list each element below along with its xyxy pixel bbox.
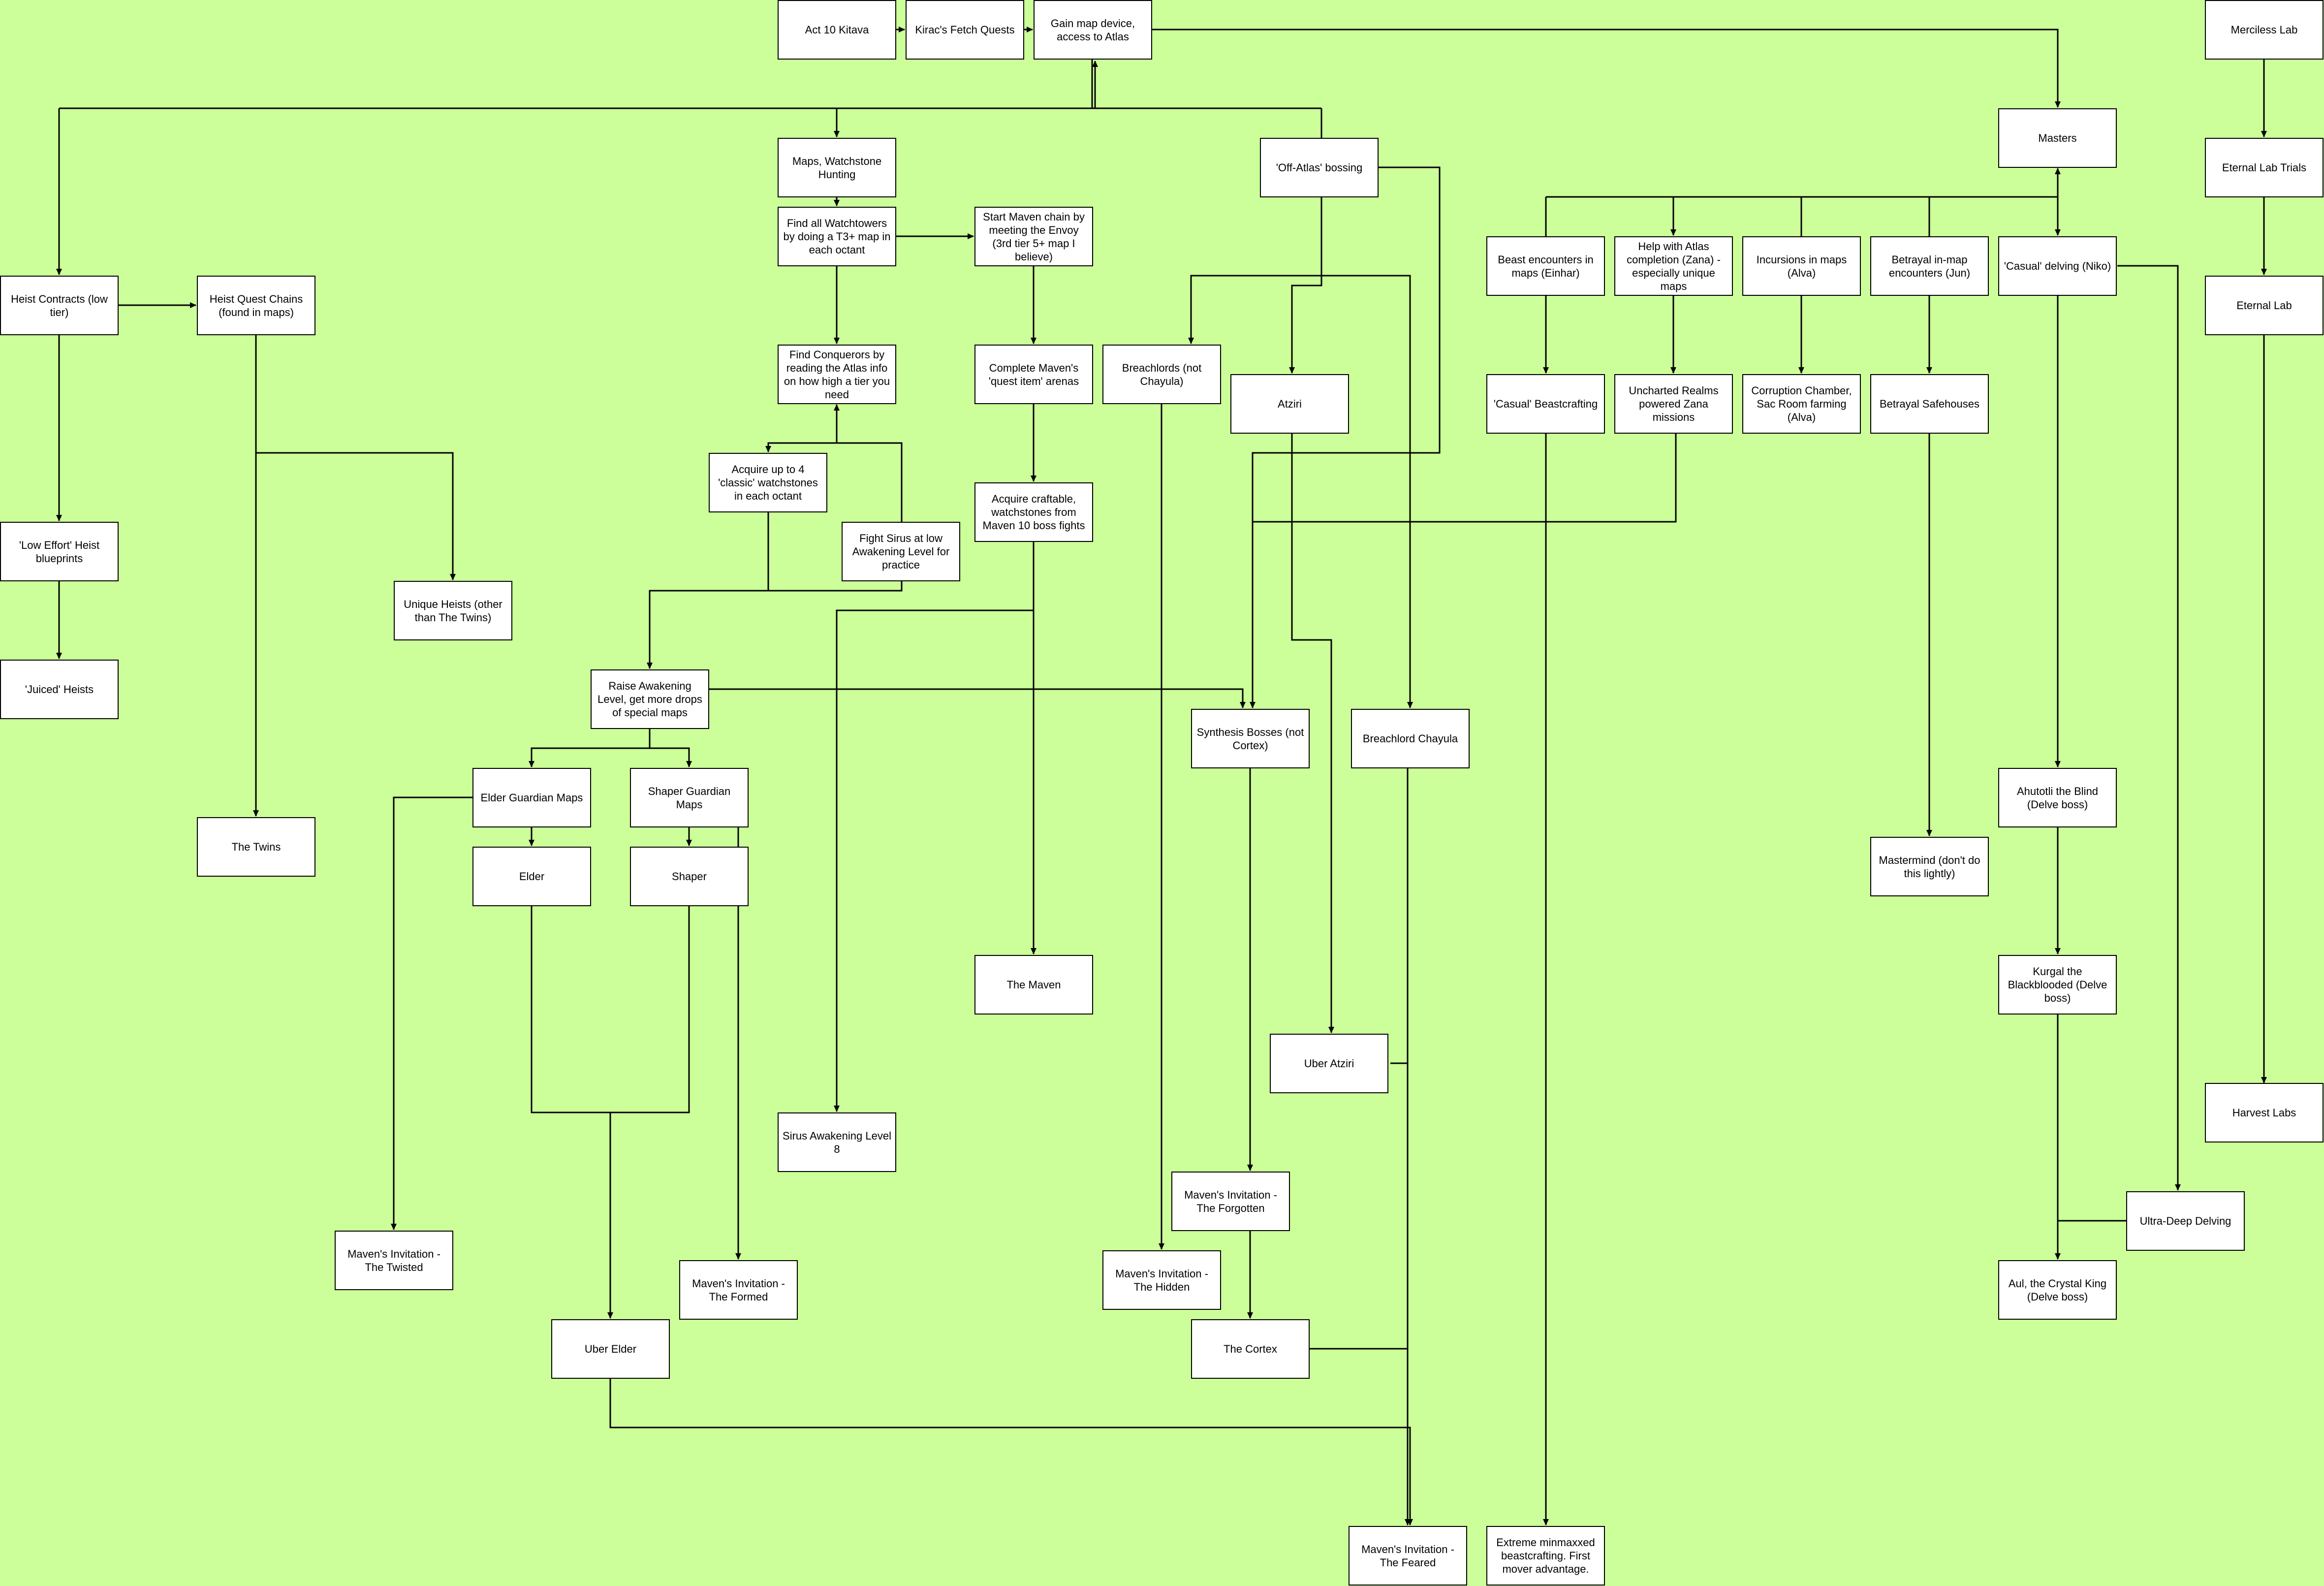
edge-atziri-uberatziri [1291,433,1334,1033]
node-complete-maven-arenas[interactable]: Complete Maven's 'quest item' arenas [974,345,1093,404]
node-casual-delving[interactable]: 'Casual' delving (Niko) [1998,236,2117,296]
node-gain-map-device[interactable]: Gain map device, access to Atlas [1034,0,1152,60]
edge-sirusprac-conquerors [834,404,903,526]
edge-elder-shaper-uberelder [531,906,690,1113]
node-incursions-in-maps[interactable]: Incursions in maps (Alva) [1742,236,1861,296]
node-breachlord-chayula[interactable]: Breachlord Chayula [1351,709,1470,768]
node-low-effort-heist[interactable]: 'Low Effort' Heist blueprints [0,522,119,581]
node-beast-encounters[interactable]: Beast encounters in maps (Einhar) [1486,236,1605,296]
node-shaper-guardian-maps[interactable]: Shaper Guardian Maps [630,768,749,827]
node-uber-atziri[interactable]: Uber Atziri [1270,1034,1388,1093]
node-juiced-heists[interactable]: 'Juiced' Heists [0,660,119,719]
node-breachlords[interactable]: Breachlords (not Chayula) [1102,345,1221,404]
node-unique-heists[interactable]: Unique Heists (other than The Twins) [394,581,512,640]
node-invitation-hidden[interactable]: Maven's Invitation - The Hidden [1102,1250,1221,1310]
node-ultra-deep-delving[interactable]: Ultra-Deep Delving [2126,1191,2245,1251]
edge-conquerors-classicws [765,442,837,452]
edge-mapdevice-masters [1152,29,2061,108]
node-heist-quest-chains[interactable]: Heist Quest Chains (found in maps) [197,276,315,335]
node-sirus-practice[interactable]: Fight Sirus at low Awakening Level for p… [842,522,960,581]
node-ahuzotli[interactable]: Ahutotli the Blind (Delve boss) [1998,768,2117,827]
edge-sirusprac-awakening [768,581,903,592]
node-act-10-kitava[interactable]: Act 10 Kitava [778,0,896,60]
node-casual-beastcrafting[interactable]: 'Casual' Beastcrafting [1486,374,1605,434]
node-kurgal[interactable]: Kurgal the Blackblooded (Delve boss) [1998,955,2117,1015]
node-elder[interactable]: Elder [472,847,591,906]
node-zana-atlas-completion[interactable]: Help with Atlas completion (Zana) - espe… [1614,236,1733,296]
node-betrayal-encounters[interactable]: Betrayal in-map encounters (Jun) [1870,236,1989,296]
node-shaper[interactable]: Shaper [630,847,749,906]
edge-elderguard-twisted [391,796,472,1230]
node-find-watchtowers[interactable]: Find all Watchtowers by doing a T3+ map … [778,207,896,266]
node-harvest-labs[interactable]: Harvest Labs [2205,1083,2324,1142]
node-masters[interactable]: Masters [1998,108,2117,168]
node-craftable-watchstones[interactable]: Acquire craftable, watchstones from Mave… [974,482,1093,542]
node-maps-watchstone-hunting[interactable]: Maps, Watchstone Hunting [778,138,896,197]
node-synthesis-bosses[interactable]: Synthesis Bosses (not Cortex) [1191,709,1310,768]
edge-uberelder-feared [609,1378,1413,1525]
edge-uberatziri-feared [1390,1062,1411,1525]
node-off-atlas-bossing[interactable]: 'Off-Atlas' bossing [1260,138,1379,197]
node-extreme-beastcrafting[interactable]: Extreme minmaxxed beastcrafting. First m… [1486,1526,1605,1586]
node-uber-elder[interactable]: Uber Elder [551,1319,670,1379]
node-mastermind[interactable]: Mastermind (don't do this lightly) [1870,837,1989,896]
node-invitation-formed[interactable]: Maven's Invitation - The Formed [679,1260,798,1320]
node-eternal-lab-trials[interactable]: Eternal Lab Trials [2205,138,2324,197]
node-kiracs-fetch-quests[interactable]: Kirac's Fetch Quests [906,0,1024,60]
edge-delving-ultradeep [2117,265,2181,1191]
node-elder-guardian-maps[interactable]: Elder Guardian Maps [472,768,591,827]
edge-offatlas-breachlords [1188,197,1322,344]
node-betrayal-safehouses[interactable]: Betrayal Safehouses [1870,374,1989,434]
node-find-conquerors[interactable]: Find Conquerors by reading the Atlas inf… [778,345,896,404]
node-raise-awakening[interactable]: Raise Awakening Level, get more drops of… [591,669,709,729]
node-uncharted-realms[interactable]: Uncharted Realms powered Zana missions [1614,374,1733,434]
node-invitation-feared[interactable]: Maven's Invitation - The Feared [1349,1526,1467,1586]
node-invitation-forgotten[interactable]: Maven's Invitation - The Forgotten [1171,1172,1290,1231]
edge-uncharted-synthesis [1253,433,1677,523]
node-merciless-lab[interactable]: Merciless Lab [2205,0,2324,60]
edge-awakening-shaperguard [650,747,692,767]
edge-offatlas-synthesis [1250,166,1441,708]
node-sirus-awakening-8[interactable]: Sirus Awakening Level 8 [778,1112,896,1172]
node-the-cortex[interactable]: The Cortex [1191,1319,1310,1379]
node-classic-watchstones[interactable]: Acquire up to 4 'classic' watchstones in… [709,453,827,512]
node-atziri[interactable]: Atziri [1230,374,1349,434]
node-start-maven-chain[interactable]: Start Maven chain by meeting the Envoy (… [974,207,1093,266]
edge-classicws-awakening [647,512,769,669]
node-invitation-twisted[interactable]: Maven's Invitation - The Twisted [335,1231,453,1290]
edge-awakening-split [529,729,651,767]
edge-offatlas-atziri [1289,197,1322,374]
node-eternal-lab[interactable]: Eternal Lab [2205,276,2324,335]
edge-craftable-sirus8 [834,609,1034,1112]
node-corruption-chamber[interactable]: Corruption Chamber, Sac Room farming (Al… [1742,374,1861,434]
node-heist-contracts[interactable]: Heist Contracts (low tier) [0,276,119,335]
node-the-twins[interactable]: The Twins [197,817,315,877]
edge-offatlas-chayula [1320,197,1413,708]
node-the-maven[interactable]: The Maven [974,955,1093,1015]
edge-quest-uniqueheists [256,452,456,580]
edge-awakening-synthesis [709,688,1246,708]
node-aul-crystal-king[interactable]: Aul, the Crystal King (Delve boss) [1998,1260,2117,1320]
